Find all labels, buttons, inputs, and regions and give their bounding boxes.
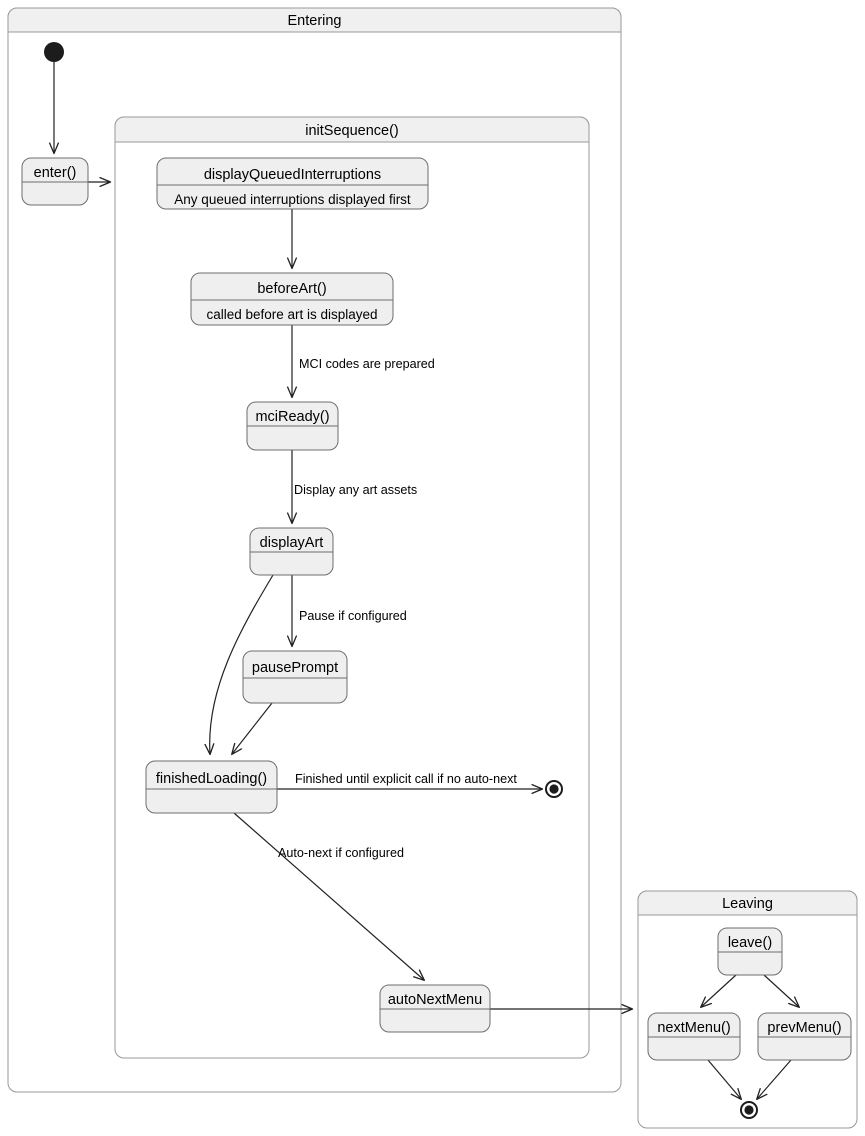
edge-label-mci-codes: MCI codes are prepared xyxy=(299,357,435,371)
state-beforeart-title: beforeArt() xyxy=(257,281,326,297)
edge-label-pause-if-configured: Pause if configured xyxy=(299,609,407,623)
edge-label-display-art-assets: Display any art assets xyxy=(294,483,417,497)
state-mciready[interactable]: mciReady() xyxy=(246,401,339,451)
final-state-node-leaving[interactable] xyxy=(740,1101,758,1119)
state-displayart[interactable]: displayArt xyxy=(249,527,334,576)
initsequence-header-bar xyxy=(114,116,590,143)
state-enter[interactable]: enter() xyxy=(21,157,89,206)
transition-leave-to-prevmenu xyxy=(763,974,799,1007)
state-leave[interactable]: leave() xyxy=(717,927,783,976)
initial-state-node[interactable] xyxy=(44,42,64,62)
transition-pauseprompt-to-finishedloading xyxy=(232,702,273,754)
state-pauseprompt-title: pausePrompt xyxy=(252,660,338,676)
state-autonextmenu[interactable]: autoNextMenu xyxy=(379,984,491,1033)
initsequence-title: initSequence() xyxy=(305,123,399,139)
state-pauseprompt[interactable]: pausePrompt xyxy=(242,650,348,704)
transition-prevmenu-to-final xyxy=(757,1059,792,1099)
state-finishedloading-box xyxy=(145,760,278,814)
state-dqi-box xyxy=(156,157,429,210)
composite-state-initsequence[interactable]: initSequence() xyxy=(114,116,590,1059)
state-displayart-title: displayArt xyxy=(260,535,324,551)
leaving-frame xyxy=(637,890,858,1129)
leaving-title: Leaving xyxy=(722,896,773,912)
leaving-header-bar xyxy=(637,890,858,916)
state-dqi-title: displayQueuedInterruptions xyxy=(204,167,381,183)
state-autonextmenu-title: autoNextMenu xyxy=(388,992,482,1008)
state-prevmenu-title: prevMenu() xyxy=(767,1020,841,1036)
final-state-node-main[interactable] xyxy=(545,780,563,798)
state-enter-title: enter() xyxy=(34,165,77,181)
state-mciready-title: mciReady() xyxy=(255,409,329,425)
transition-nextmenu-to-final xyxy=(707,1059,741,1099)
state-beforeart-box xyxy=(190,272,394,326)
transition-displayart-to-finishedloading xyxy=(210,574,274,754)
state-nextmenu[interactable]: nextMenu() xyxy=(647,1012,741,1061)
state-leave-title: leave() xyxy=(728,935,772,951)
transition-finishedloading-to-autonextmenu xyxy=(233,812,424,980)
edge-label-finished-until-explicit: Finished until explicit call if no auto-… xyxy=(295,772,517,786)
state-beforeart[interactable]: beforeArt() called before art is display… xyxy=(190,272,394,326)
state-pauseprompt-box xyxy=(242,650,348,704)
state-displayqueuedinterruptions[interactable]: displayQueuedInterruptions Any queued in… xyxy=(156,157,429,210)
state-dqi-body: Any queued interruptions displayed first xyxy=(174,192,411,207)
entering-header-bar xyxy=(7,7,622,33)
state-beforeart-body: called before art is displayed xyxy=(206,307,377,322)
state-nextmenu-title: nextMenu() xyxy=(657,1020,730,1036)
state-finishedloading[interactable]: finishedLoading() xyxy=(145,760,278,814)
entering-title: Entering xyxy=(287,13,341,29)
transition-leave-to-nextmenu xyxy=(701,974,737,1007)
edge-label-auto-next-if-configured: Auto-next if configured xyxy=(278,846,404,860)
state-prevmenu[interactable]: prevMenu() xyxy=(757,1012,852,1061)
composite-state-leaving[interactable]: Leaving xyxy=(637,890,858,1129)
state-finishedloading-title: finishedLoading() xyxy=(156,771,267,787)
